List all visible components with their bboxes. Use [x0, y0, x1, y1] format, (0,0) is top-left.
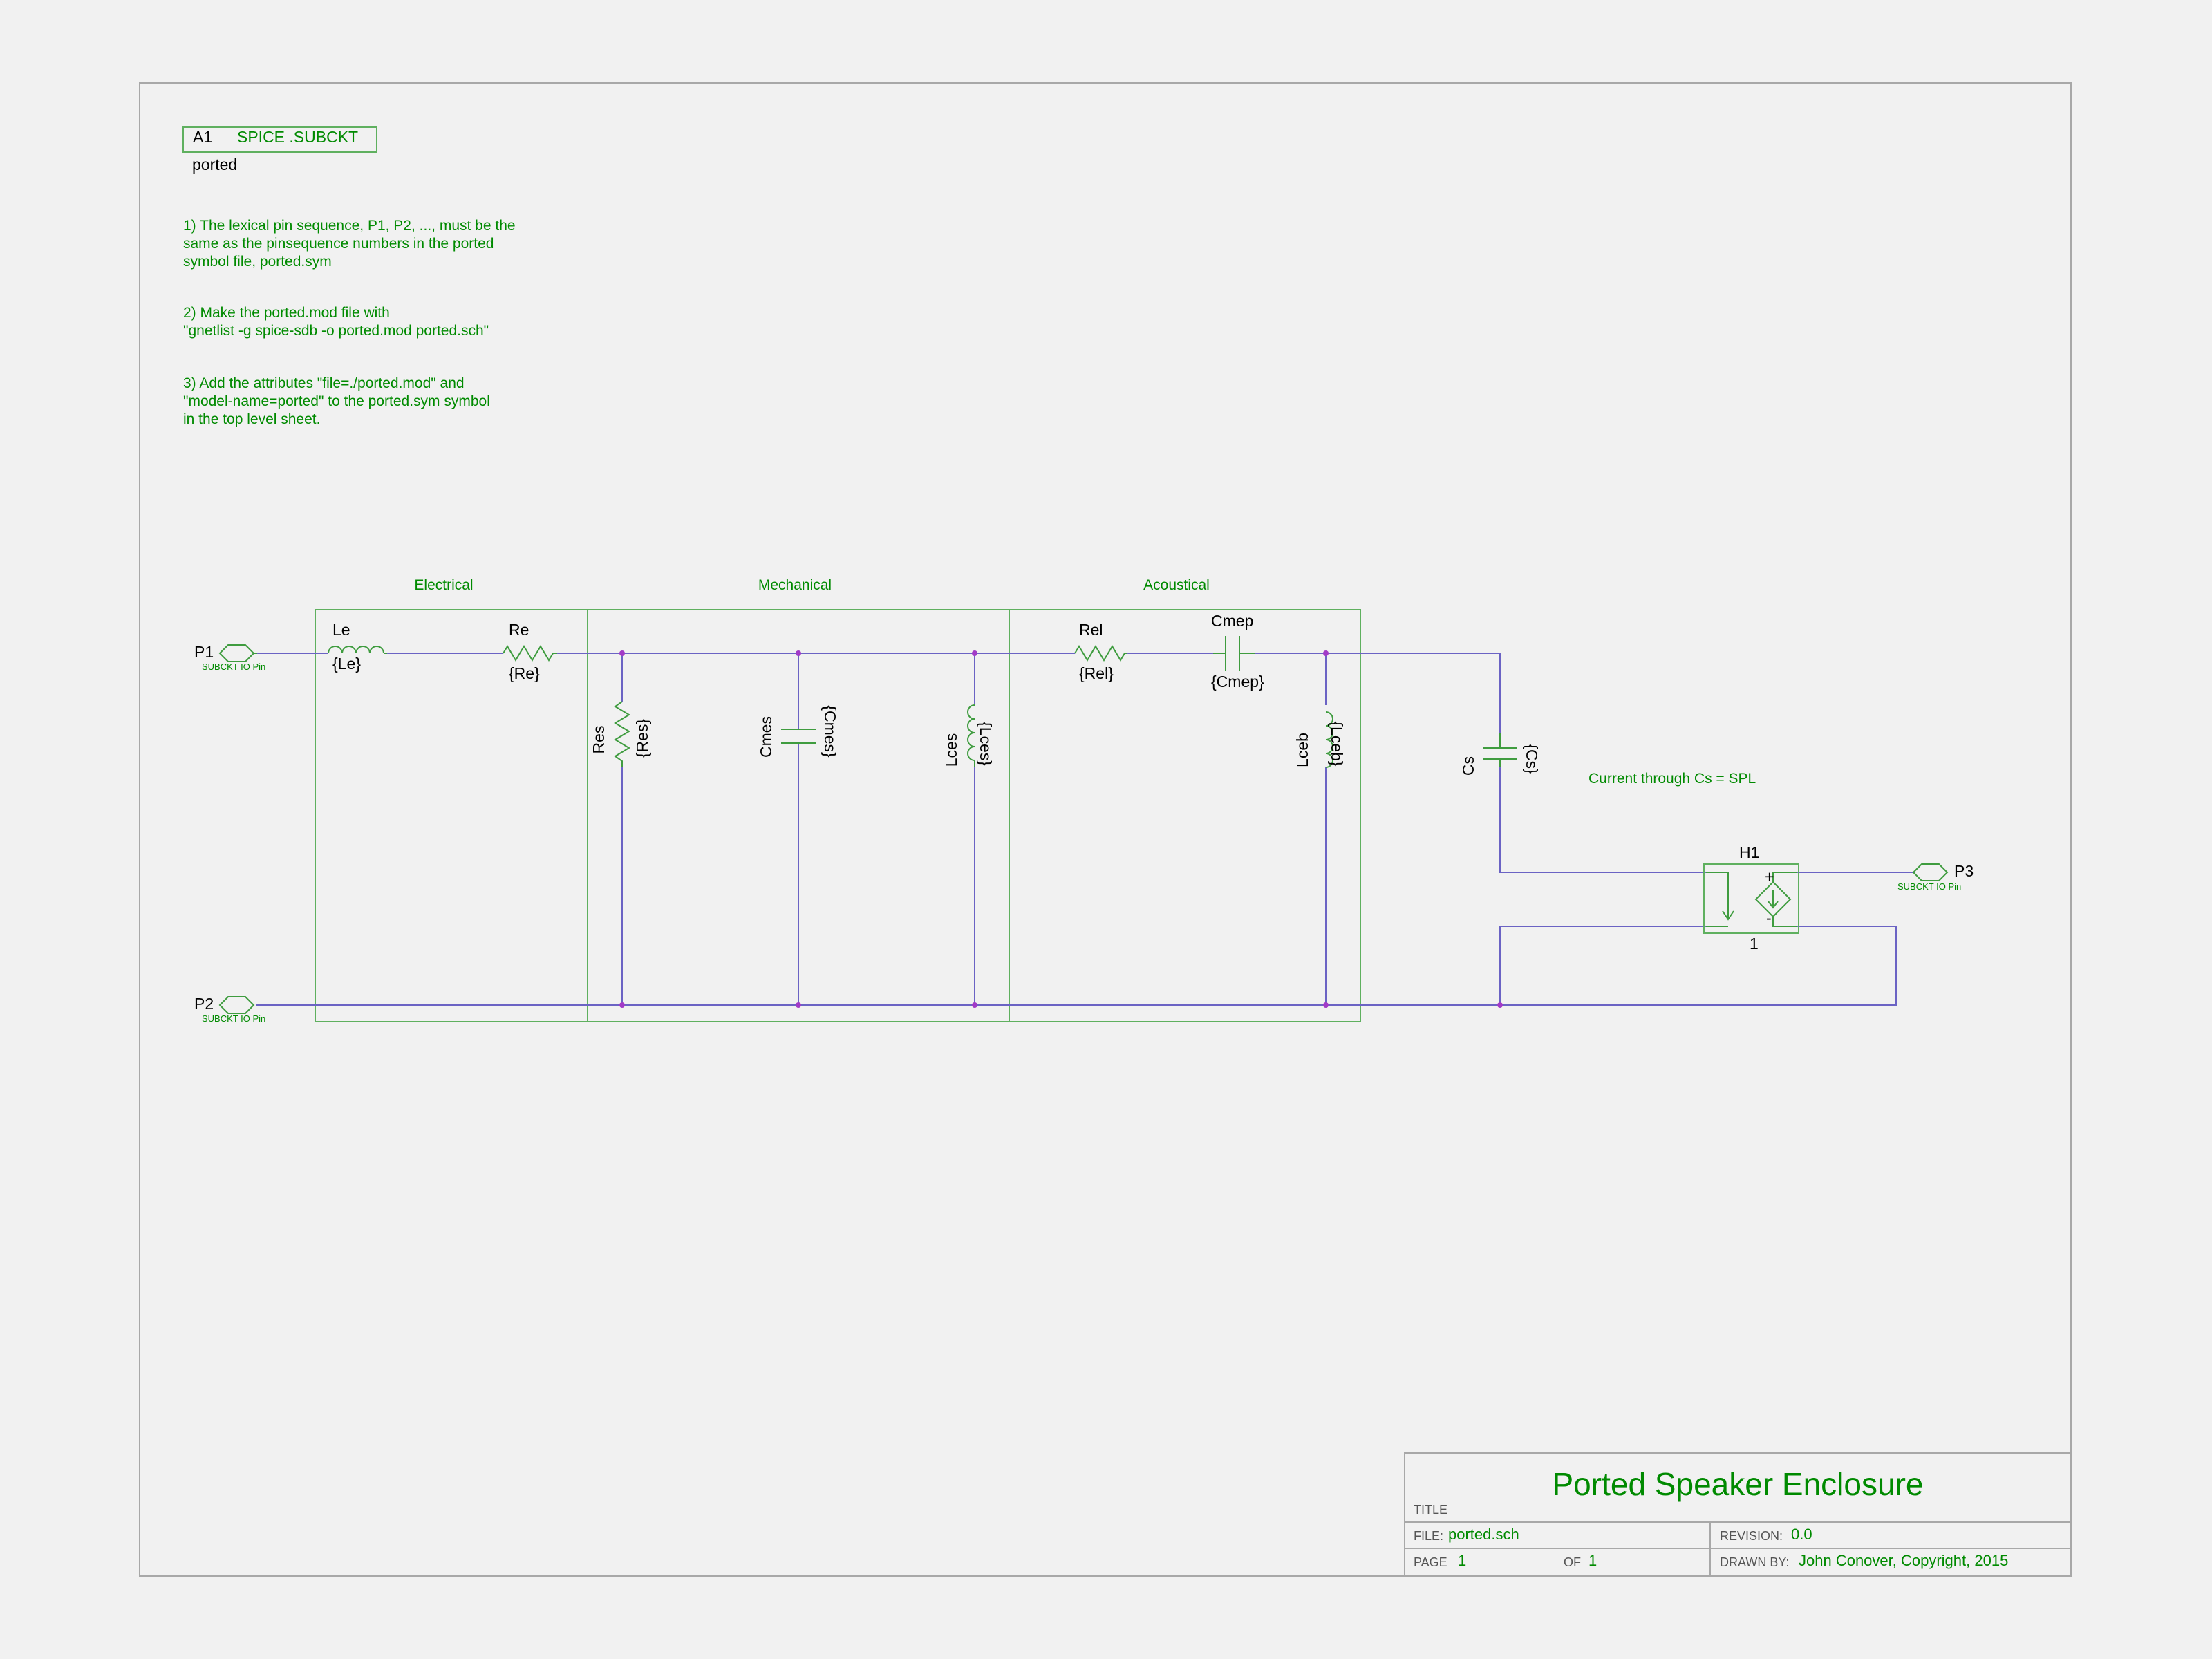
inductor-lces: Lces {Lces} — [942, 704, 995, 767]
svg-text:Lces: Lces — [942, 733, 960, 767]
file-value: ported.sch — [1448, 1526, 1519, 1543]
page-value: 1 — [1458, 1552, 1466, 1569]
section-mechanical-label: Mechanical — [758, 577, 832, 593]
svg-text:Cmep: Cmep — [1211, 612, 1253, 630]
drawn-by-label: DRAWN BY: — [1720, 1555, 1789, 1569]
svg-text:P1: P1 — [194, 643, 214, 661]
junctions — [619, 650, 1503, 1008]
svg-text:2) Make the ported.mod file wi: 2) Make the ported.mod file with — [183, 305, 390, 321]
svg-text:in the top level sheet.: in the top level sheet. — [183, 411, 320, 427]
svg-text:3) Add the attributes "file=./: 3) Add the attributes "file=./ported.mod… — [183, 375, 465, 391]
page-label: PAGE — [1414, 1555, 1447, 1569]
svg-text:-: - — [1766, 909, 1772, 927]
svg-text:1) The lexical pin sequence, P: 1) The lexical pin sequence, P1, P2, ...… — [183, 218, 516, 234]
svg-text:SUBCKT IO Pin: SUBCKT IO Pin — [1897, 881, 1961, 892]
wires — [256, 653, 1915, 1006]
svg-text:Re: Re — [509, 621, 529, 639]
file-label: FILE: — [1414, 1529, 1443, 1543]
revision-value: 0.0 — [1791, 1526, 1812, 1543]
of-label: OF — [1564, 1555, 1581, 1569]
svg-text:SUBCKT IO Pin: SUBCKT IO Pin — [202, 1013, 265, 1024]
svg-text:SUBCKT IO Pin: SUBCKT IO Pin — [202, 662, 265, 672]
svg-text:{Le}: {Le} — [332, 655, 361, 673]
svg-text:Cmes: Cmes — [757, 716, 775, 758]
inductor-lceb: Lceb {Lceb} — [1293, 711, 1346, 768]
svg-text:{Cs}: {Cs} — [1523, 744, 1541, 774]
drawn-by-value: John Conover, Copyright, 2015 — [1799, 1552, 2008, 1569]
svg-text:Cs: Cs — [1459, 756, 1477, 776]
svg-text:H1: H1 — [1739, 843, 1759, 861]
subckt-type: SPICE .SUBCKT — [237, 128, 358, 146]
svg-text:{Cmep}: {Cmep} — [1211, 673, 1264, 691]
note-1: 1) The lexical pin sequence, P1, P2, ...… — [183, 218, 516, 270]
pin-p2: P2 SUBCKT IO Pin — [194, 995, 265, 1024]
revision-label: REVISION: — [1720, 1529, 1783, 1543]
svg-text:{Rel}: {Rel} — [1079, 664, 1114, 682]
pin-p1: P1 SUBCKT IO Pin — [194, 643, 265, 672]
svg-text:"model-name=ported" to the por: "model-name=ported" to the ported.sym sy… — [183, 393, 490, 409]
pin-p3: P3 SUBCKT IO Pin — [1897, 862, 1974, 892]
svg-text:"gnetlist -g spice-sdb -o por: "gnetlist -g spice-sdb -o ported.mod por… — [183, 323, 489, 339]
subckt-box — [182, 126, 377, 153]
svg-text:{Lces}: {Lces} — [977, 722, 995, 766]
svg-text:Res: Res — [590, 726, 608, 754]
note-3: 3) Add the attributes "file=./ported.mod… — [183, 375, 490, 427]
svg-text:symbol file, ported.sym: symbol file, ported.sym — [183, 254, 332, 270]
svg-text:{Res}: {Res} — [633, 719, 651, 758]
capacitor-cmes: Cmes {Cmes} — [757, 705, 839, 758]
svg-text:P3: P3 — [1954, 862, 1974, 880]
section-acoustical-box — [1009, 609, 1361, 1022]
svg-text:1: 1 — [1750, 935, 1759, 953]
ccvs-h1: H1 1 + - — [1703, 843, 1799, 953]
sheet-border — [139, 82, 2072, 1577]
section-acoustical-label: Acoustical — [1143, 577, 1210, 593]
svg-text:{Cmes}: {Cmes} — [821, 705, 839, 758]
of-value: 1 — [1588, 1552, 1597, 1569]
section-electrical-label: Electrical — [414, 577, 473, 593]
title-block: TITLE Ported Speaker Enclosure FILE: por… — [1404, 1452, 2072, 1577]
note-2: 2) Make the ported.mod file with "gnetli… — [183, 305, 489, 339]
svg-text:Lceb: Lceb — [1293, 733, 1311, 767]
capacitor-cmep: Cmep {Cmep} — [1211, 612, 1264, 691]
title-label: TITLE — [1414, 1503, 1447, 1517]
inductor-le: Le {Le} — [328, 621, 387, 673]
page-title: Ported Speaker Enclosure — [1553, 1466, 1924, 1502]
svg-text:P2: P2 — [194, 995, 214, 1013]
resistor-res: Res {Res} — [590, 701, 651, 767]
annotation-spl: Current through Cs = SPL — [1588, 771, 1756, 787]
svg-text:{Re}: {Re} — [509, 664, 540, 682]
resistor-re: Re {Re} — [503, 621, 557, 682]
svg-text:same as the pinsequence number: same as the pinsequence numbers in the p… — [183, 236, 494, 252]
svg-text:Le: Le — [332, 621, 350, 639]
svg-text:Rel: Rel — [1079, 621, 1103, 639]
svg-text:{Lceb}: {Lceb} — [1328, 721, 1346, 767]
subckt-refdes: A1 — [193, 128, 212, 146]
svg-text:+: + — [1765, 868, 1774, 885]
capacitor-cs: Cs {Cs} — [1459, 733, 1541, 776]
subckt-model: ported — [192, 156, 237, 174]
resistor-rel: Rel {Rel} — [1074, 621, 1127, 682]
